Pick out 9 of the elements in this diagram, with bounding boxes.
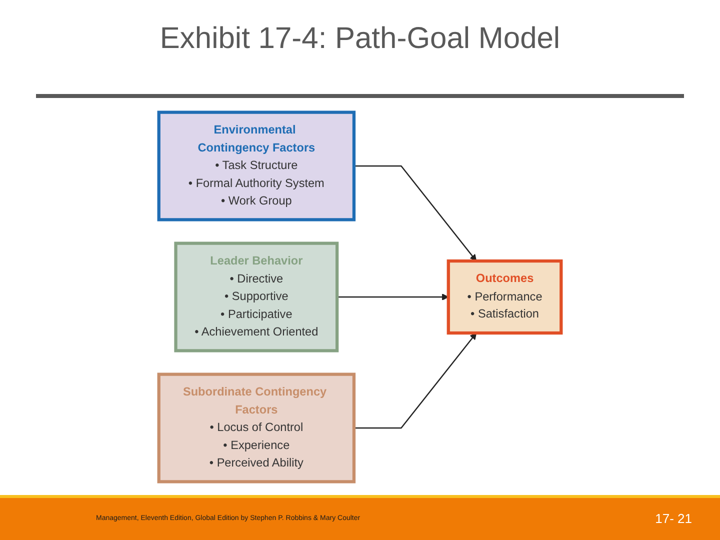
arrow bbox=[354, 165, 477, 262]
arrow bbox=[337, 294, 449, 300]
node-box: Leader Behavior • Directive • Supportive • Participative • Achievement Oriented bbox=[174, 242, 339, 352]
node-box: Subordinate Contingency Factors • Locus of Control • Experience • Perceived Ability bbox=[157, 372, 356, 484]
slide-title: Exhibit 17-4: Path-Goal Model bbox=[160, 22, 560, 56]
node-box: Outcomes • Performance • Satisfaction bbox=[446, 259, 563, 335]
node-box: Environmental Contingency Factors • Task Structure • Formal Authority System • Work Group bbox=[157, 110, 356, 222]
page-number: 17- 21 bbox=[655, 511, 692, 526]
arrow bbox=[354, 332, 477, 429]
